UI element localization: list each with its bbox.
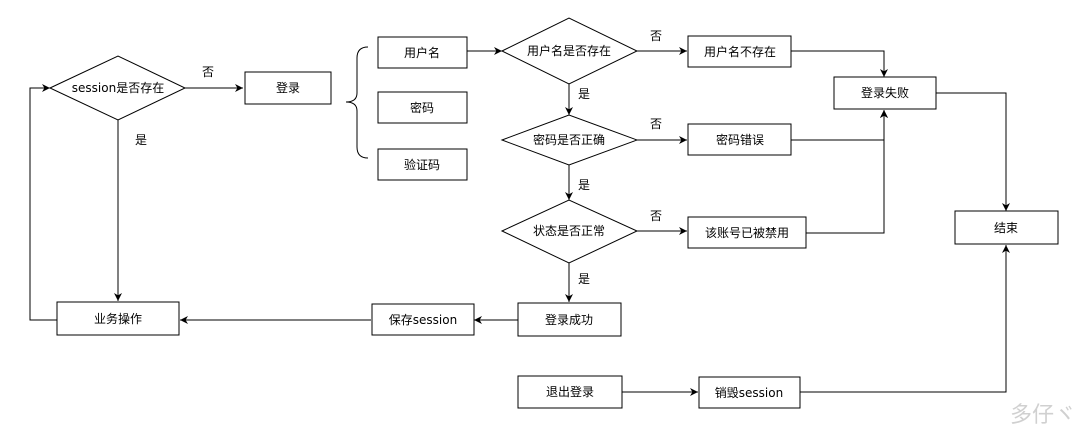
logout-box bbox=[517, 375, 623, 409]
username-box bbox=[377, 36, 468, 69]
business-label: 业务操作 bbox=[94, 311, 142, 326]
edge-label-session-no: 否 bbox=[202, 65, 214, 79]
edge-label-password-no: 否 bbox=[650, 117, 662, 131]
login-failed-label: 登录失败 bbox=[861, 85, 909, 100]
business-box bbox=[56, 301, 180, 336]
destroy-session-label: 销毁session bbox=[715, 385, 783, 400]
password-error-box bbox=[687, 123, 792, 156]
status-check-label: 状态是否正常 bbox=[533, 224, 605, 238]
login-success-label: 登录成功 bbox=[545, 312, 593, 327]
edge-missing-to-failed bbox=[791, 50, 888, 77]
edge-banned-to-failed bbox=[806, 110, 888, 234]
destroy-session-box bbox=[698, 376, 801, 409]
edge-label-username-yes: 是 bbox=[578, 87, 590, 101]
save-session-box bbox=[371, 303, 475, 336]
password-box bbox=[377, 91, 468, 124]
edges bbox=[29, 46, 1010, 396]
password-error-label: 密码错误 bbox=[716, 132, 764, 147]
captcha-label: 验证码 bbox=[404, 157, 440, 172]
login-label: 登录 bbox=[276, 80, 300, 95]
username-check-diamond bbox=[500, 17, 639, 85]
session-check-label: session是否存在 bbox=[72, 81, 164, 95]
edge-destroy-to-end bbox=[800, 245, 1010, 393]
edge-failed-to-end bbox=[936, 92, 1010, 211]
username-missing-box bbox=[687, 35, 792, 68]
logout-label: 退出登录 bbox=[546, 384, 594, 399]
login-box bbox=[244, 71, 332, 105]
login-success-box bbox=[517, 302, 622, 337]
edge-label-session-yes: 是 bbox=[135, 133, 147, 147]
password-check-diamond bbox=[500, 114, 639, 166]
password-check-label: 密码是否正确 bbox=[533, 132, 605, 147]
edge-label-status-no: 否 bbox=[650, 209, 662, 223]
session-check-diamond bbox=[48, 55, 187, 121]
edge-password-error-to-failed bbox=[791, 110, 888, 141]
status-check-diamond bbox=[500, 199, 639, 264]
end-box bbox=[954, 210, 1059, 245]
login-failed-box bbox=[833, 76, 937, 110]
edge-label-status-yes: 是 bbox=[578, 272, 590, 286]
watermark: 多仔ヾ bbox=[1010, 403, 1076, 428]
username-label: 用户名 bbox=[404, 45, 440, 60]
end-label: 结束 bbox=[994, 221, 1018, 235]
username-missing-label: 用户名不存在 bbox=[704, 44, 776, 59]
edge-label-password-yes: 是 bbox=[578, 178, 590, 192]
account-banned-label: 该账号已被禁用 bbox=[705, 226, 789, 240]
edge-business-loop-to-session bbox=[29, 84, 57, 321]
username-check-label: 用户名是否存在 bbox=[527, 43, 611, 58]
account-banned-box bbox=[687, 216, 807, 249]
password-label: 密码 bbox=[410, 100, 434, 115]
save-session-label: 保存session bbox=[389, 313, 457, 327]
edge-label-username-no: 否 bbox=[650, 29, 662, 43]
input-group-brace bbox=[345, 46, 369, 159]
captcha-box bbox=[377, 148, 468, 181]
